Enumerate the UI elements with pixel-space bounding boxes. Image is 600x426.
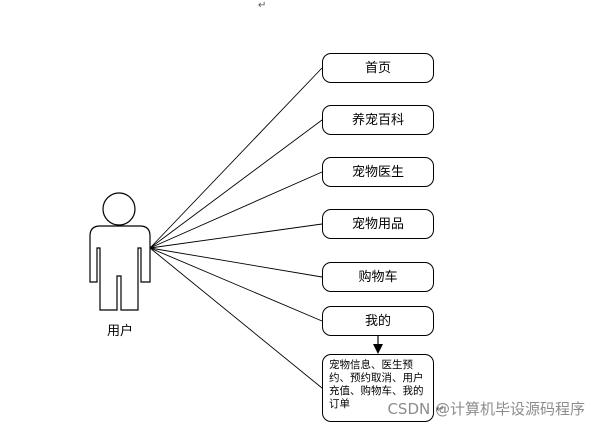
paragraph-mark: ↵ bbox=[258, 0, 267, 11]
use-case-doctor: 宠物医生 bbox=[322, 157, 434, 187]
associations bbox=[149, 67, 323, 389]
association-line-details bbox=[149, 247, 323, 389]
actor-figure bbox=[89, 192, 151, 311]
use-case-home: 首页 bbox=[322, 53, 434, 83]
use-case-cart: 购物车 bbox=[322, 262, 434, 292]
association-line-mine bbox=[149, 247, 323, 322]
association-line-supplies bbox=[149, 223, 323, 249]
actor-body bbox=[89, 225, 151, 311]
actor-head bbox=[102, 192, 136, 226]
association-line-cart bbox=[149, 247, 323, 278]
paragraph-return-mark: ↵ bbox=[436, 404, 445, 415]
actor-label: 用户 bbox=[106, 324, 133, 339]
association-line-encyclopedia bbox=[149, 119, 323, 249]
association-line-doctor bbox=[149, 171, 323, 249]
association-line-home bbox=[149, 67, 323, 249]
use-case-supplies: 宠物用品 bbox=[322, 209, 434, 239]
watermark: CSDN @计算机毕设源码程序 bbox=[387, 400, 585, 418]
use-case-mine: 我的 bbox=[322, 306, 434, 336]
use-case-encyclopedia: 养宠百科 bbox=[322, 105, 434, 135]
use-case-details: 宠物信息、医生预约、预约取消、用户充值、购物车、我的订单 bbox=[322, 354, 434, 422]
